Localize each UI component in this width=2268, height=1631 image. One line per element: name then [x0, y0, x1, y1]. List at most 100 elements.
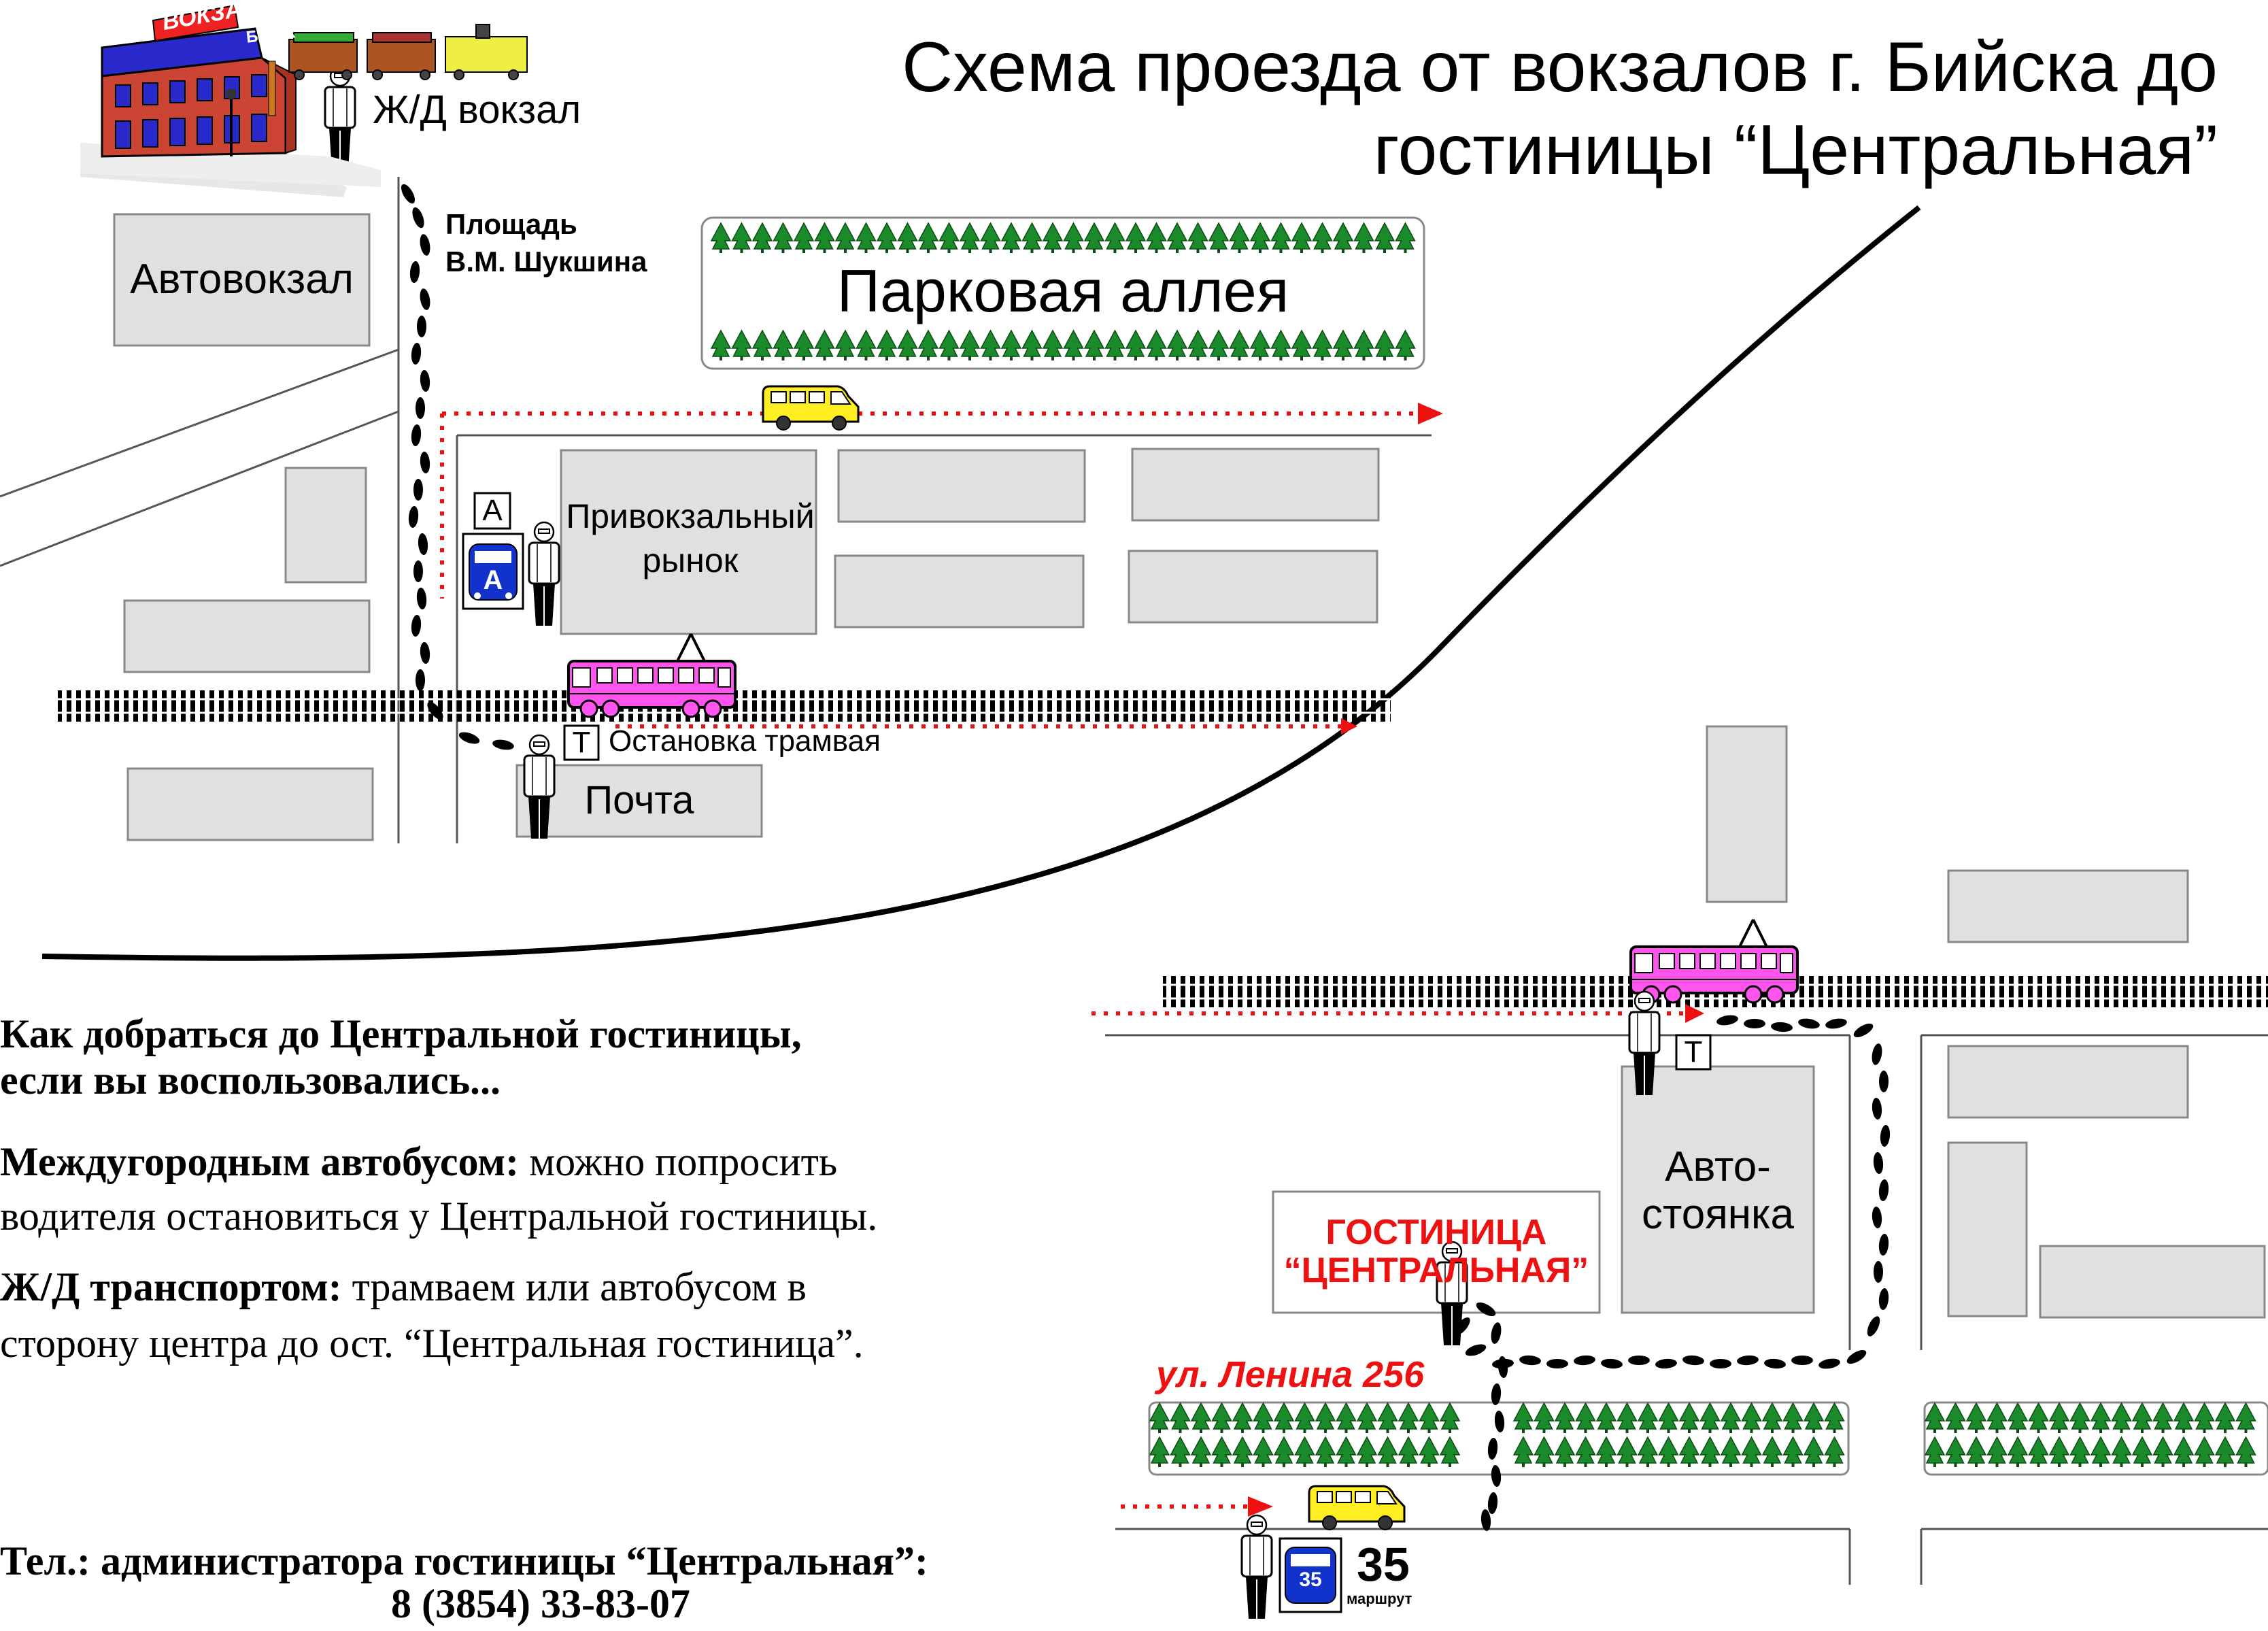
bus-stop-sign — [473, 492, 511, 530]
footstep-icon — [1487, 1492, 1499, 1515]
footstep-icon — [398, 182, 418, 206]
division-curve — [41, 205, 1921, 961]
info-bus-text-1: можно попросить — [519, 1139, 838, 1184]
roads-top — [0, 177, 1432, 843]
footstep-icon — [1879, 1071, 1889, 1092]
route-word: маршрут — [1347, 1590, 1412, 1607]
parking-label-1: Авто- — [1665, 1143, 1771, 1190]
bus-icon-letter: А — [483, 565, 503, 595]
title-line-2: гостиницы “Центральная” — [1373, 111, 2218, 190]
info-rail-line-1: Ж/Д транспортом: трамваем или автобусом … — [0, 1260, 807, 1314]
park-label: Парковая аллея — [836, 257, 1289, 324]
footstep-icon — [1463, 1341, 1488, 1359]
footstep-icon — [1870, 1043, 1884, 1066]
tram-stop-sign-bottom — [1675, 1034, 1712, 1071]
market-building — [560, 449, 817, 635]
footstep-icon — [417, 316, 426, 337]
tram-top — [567, 633, 737, 718]
parking-label-2: стоянка — [1642, 1191, 1794, 1238]
footstep-icon — [419, 641, 431, 665]
footstep-icon — [1878, 1179, 1890, 1202]
footstep-icon — [410, 424, 422, 447]
footstep-icon — [1770, 1021, 1793, 1033]
info-rail-text-1: трамваем или автобусом в — [341, 1264, 807, 1309]
footstep-icon — [1682, 1354, 1705, 1366]
footstep-icon — [418, 233, 432, 256]
info-rail-title: Ж/Д транспортом: — [0, 1264, 342, 1309]
footstep-icon — [1716, 1013, 1739, 1027]
footstep-icon — [1851, 1020, 1876, 1041]
person-station — [324, 65, 356, 171]
footstep-icon — [416, 587, 428, 610]
tram-stop-label: Остановка трамвая — [609, 724, 881, 758]
phone-label: Тел.: администратора гостиницы “Централь… — [0, 1538, 928, 1583]
minibus-bottom — [1308, 1485, 1406, 1531]
market-label-1: Привокзальный — [566, 497, 815, 535]
footstep-icon — [1872, 1151, 1884, 1175]
footstep-icon — [1871, 1097, 1883, 1120]
footstep-icon — [410, 614, 422, 637]
footstep-icon — [1628, 1356, 1650, 1365]
info-heading-1: Как добраться до Центральной гостиницы, — [0, 1011, 802, 1056]
hotel-label-2: “ЦЕНТРАЛЬНАЯ” — [1283, 1251, 1589, 1290]
footstep-icon — [1871, 1206, 1883, 1229]
bus-station-building — [113, 213, 371, 347]
post-label: Почта — [584, 778, 694, 822]
footstep-icon — [418, 288, 432, 311]
info-rail-text-2: сторону центра до ост. “Центральная гост… — [0, 1321, 864, 1366]
roads-bottom — [1105, 1034, 2268, 1585]
tram-bottom — [1629, 918, 1799, 1004]
footstep-icon — [1763, 1358, 1787, 1370]
footstep-icon — [409, 205, 427, 230]
bus-station-label: Автовокзал — [130, 256, 354, 303]
footstep-icon — [409, 260, 421, 284]
title-line-1: Схема проезда от вокзалов г. Бийска до — [902, 28, 2218, 107]
footstep-icon — [419, 369, 431, 392]
footstep-icon — [492, 738, 515, 752]
route-number: 35 — [1357, 1538, 1410, 1591]
parking-building — [1621, 1065, 1815, 1314]
route-lines-top — [440, 411, 1418, 728]
footstep-icon — [1519, 1354, 1542, 1366]
tram-stop-letter: Т — [572, 726, 591, 759]
footstep-icon — [1844, 1347, 1869, 1367]
footstep-icon — [1546, 1359, 1568, 1368]
footstep-icon — [1655, 1358, 1678, 1370]
footstep-icon — [1573, 1354, 1596, 1366]
footstep-icon — [1791, 1356, 1813, 1365]
footstep-icon — [1818, 1357, 1841, 1371]
footstep-icon — [457, 729, 481, 747]
footstep-icon — [410, 342, 422, 365]
info-bus-line-1: Междугородным автобусом: можно попросить — [0, 1134, 837, 1189]
hotel-label-1: ГОСТИНИЦА — [1325, 1213, 1547, 1252]
footstep-icon — [413, 560, 423, 582]
footstep-icon — [1878, 1233, 1890, 1256]
footstep-icon — [1600, 1358, 1623, 1370]
footstep-icon — [1797, 1017, 1821, 1030]
railway-station-illustration — [80, 4, 528, 197]
footstep-icon — [1736, 1354, 1759, 1366]
square-label-2: В.М. Шукшина — [445, 246, 647, 278]
footstep-icon — [1825, 1017, 1848, 1030]
info-bus-title: Междугородным автобусом: — [0, 1139, 520, 1184]
footstep-icon — [1489, 1322, 1503, 1345]
footstep-icon — [407, 505, 420, 528]
footstep-icon — [419, 451, 431, 474]
footstep-icon — [416, 397, 425, 419]
info-heading-2: если вы воспользовались... — [0, 1058, 501, 1103]
footstep-icon — [416, 669, 425, 691]
park-alley-box — [700, 216, 1425, 370]
footstep-icon — [1710, 1359, 1731, 1368]
route-lines-bottom — [1091, 1011, 1687, 1509]
footstep-icon — [1744, 1019, 1765, 1028]
footstep-icon — [1879, 1124, 1891, 1147]
footstep-icon — [417, 533, 429, 556]
footstep-icon — [1874, 1261, 1883, 1283]
footstep-icon — [413, 479, 423, 501]
info-bus-text-2: водителя остановиться у Центральной гост… — [0, 1194, 878, 1239]
minibus-top — [762, 385, 860, 431]
footstep-icon — [1878, 1288, 1890, 1311]
tram-stop-sign — [563, 724, 600, 761]
tram-stop-letter-bottom: Т — [1684, 1035, 1703, 1069]
